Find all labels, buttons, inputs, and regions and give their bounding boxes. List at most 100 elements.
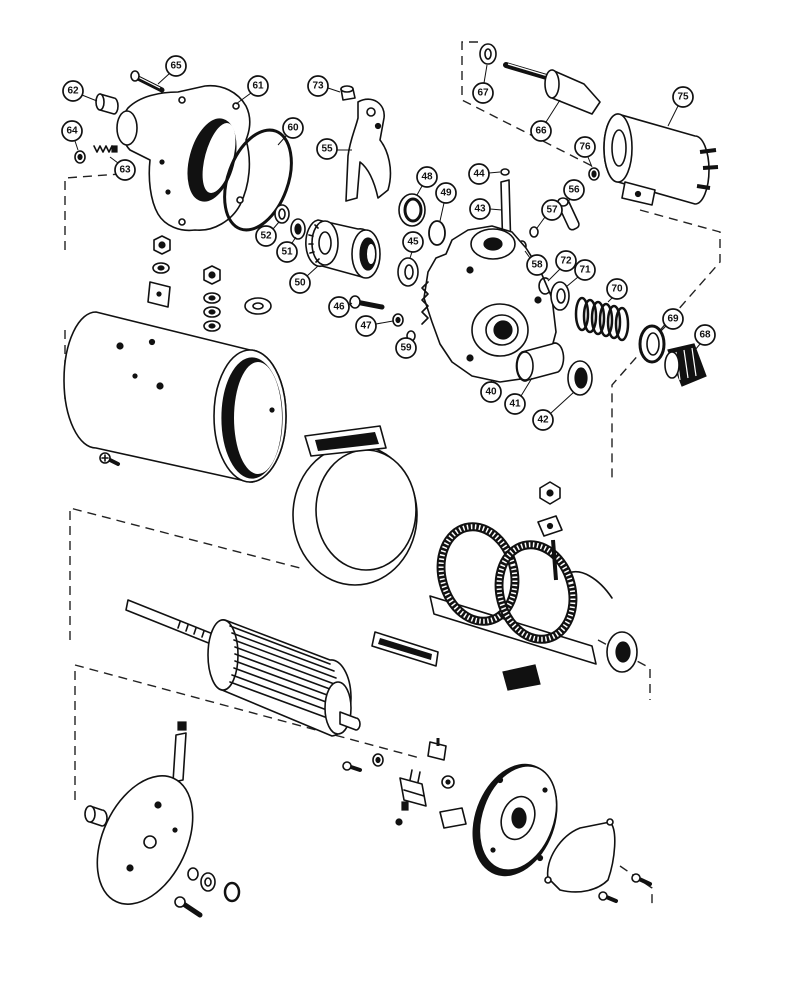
part-callout: 76: [574, 136, 596, 168]
callout-number: 48: [421, 172, 433, 183]
part-callout: 75: [667, 86, 694, 127]
part-callout: 40: [480, 379, 502, 403]
terminal-nut: [153, 235, 171, 255]
spring-washer: [550, 281, 570, 311]
callout-number: 42: [537, 415, 549, 426]
plug-spring: [93, 145, 118, 153]
callout-number: 66: [535, 126, 547, 137]
callout-number: 49: [440, 188, 452, 199]
part-callout: 61: [235, 75, 269, 105]
part-callout: 70: [606, 278, 628, 303]
insulator-plate: [502, 664, 541, 691]
brush-bushing: [372, 753, 384, 767]
part-callout: 68: [694, 324, 716, 351]
flat-washer: [397, 257, 419, 287]
callout-number: 46: [333, 302, 345, 313]
callout-number: 51: [281, 247, 293, 258]
callout-number: 75: [677, 92, 689, 103]
terminal-washer: [152, 262, 170, 274]
part-callout: 72: [547, 250, 577, 282]
solenoid-nut: [588, 167, 600, 181]
through-bolt: [130, 70, 165, 93]
brush-washer: [441, 775, 455, 789]
pole-shoe-insulator: [371, 631, 439, 667]
callout-number: 43: [474, 204, 486, 215]
bushing: [95, 93, 119, 115]
field-terminal-nut: [539, 481, 561, 505]
commutator-end-plate: [96, 775, 194, 905]
field-insulator-band: [292, 425, 418, 586]
plate-screw: [174, 896, 203, 918]
part-callout: 55: [316, 138, 352, 160]
part-callout: 66: [530, 99, 561, 142]
part-callout: 73: [307, 75, 341, 97]
small-o-ring: [529, 226, 539, 238]
callout-number: 72: [560, 256, 572, 267]
part-callout: 48: [416, 166, 438, 196]
plunger: [503, 62, 601, 115]
callout-number: 58: [531, 260, 543, 271]
callout-number: 73: [312, 81, 324, 92]
stud-nut: [203, 265, 221, 285]
callout-number: 76: [579, 142, 591, 153]
frame-screw: [99, 452, 120, 466]
callout-number: 71: [579, 265, 591, 276]
drive-gear: [664, 343, 707, 387]
brush-screw: [342, 761, 362, 772]
part-callout: 67: [472, 64, 494, 104]
lock-washer: [392, 313, 404, 327]
callout-number: 60: [287, 123, 299, 134]
callout-number: 45: [407, 237, 419, 248]
commutator-end-frame: [472, 763, 558, 877]
solenoid-switch: [603, 113, 719, 206]
plunger-washer: [479, 43, 497, 65]
pin-cap: [500, 168, 510, 176]
sleeve-bushing: [515, 342, 565, 382]
lever-nut: [340, 85, 356, 101]
part-callout: 45: [402, 231, 424, 259]
retainer-ring: [290, 218, 306, 240]
part-callout: 46: [328, 296, 353, 318]
part-callout: 42: [532, 391, 575, 431]
thrust-washer: [274, 204, 290, 224]
field-coil-assembly: [429, 522, 613, 665]
snap-ring: [538, 277, 550, 295]
part-callout: 52: [255, 221, 280, 247]
brush-lead: [544, 818, 616, 893]
drive-end-housing: [116, 84, 251, 232]
shift-lever: [345, 98, 392, 202]
terminal-bracket: [147, 281, 171, 308]
callout-number: 57: [546, 205, 558, 216]
callout-number: 67: [477, 88, 489, 99]
part-callout: 44: [468, 163, 501, 185]
part-callout: 58: [524, 250, 548, 276]
callout-number: 50: [294, 278, 306, 289]
part-callout: 64: [61, 120, 83, 151]
callout-number: 68: [699, 330, 711, 341]
callout-number: 44: [473, 169, 485, 180]
part-callout: 56: [563, 179, 585, 202]
o-ring: [428, 220, 446, 246]
washer: [74, 150, 86, 164]
plate-washers: [187, 867, 241, 903]
housing-screw: [349, 295, 385, 310]
callout-number: 55: [321, 144, 333, 155]
terminal-insulator: [244, 297, 272, 315]
part-callout: 62: [62, 80, 98, 102]
callout-number: 41: [509, 399, 521, 410]
part-callout: 71: [565, 259, 596, 288]
part-callout: 50: [289, 265, 319, 294]
stud-washers: [203, 292, 221, 332]
part-callout: 60: [277, 117, 304, 146]
end-plate-bushing: [84, 805, 108, 827]
part-callout: 41: [504, 377, 533, 415]
brush-insulator: [439, 807, 467, 829]
part-callout: 51: [276, 236, 298, 263]
bearing-ring: [606, 631, 638, 673]
part-callout: 57: [536, 199, 563, 229]
part-callout: 69: [659, 308, 684, 333]
callout-number: 40: [485, 387, 497, 398]
dowel-pin: [172, 721, 187, 783]
armature: [125, 599, 361, 737]
callout-number: 64: [66, 126, 78, 137]
